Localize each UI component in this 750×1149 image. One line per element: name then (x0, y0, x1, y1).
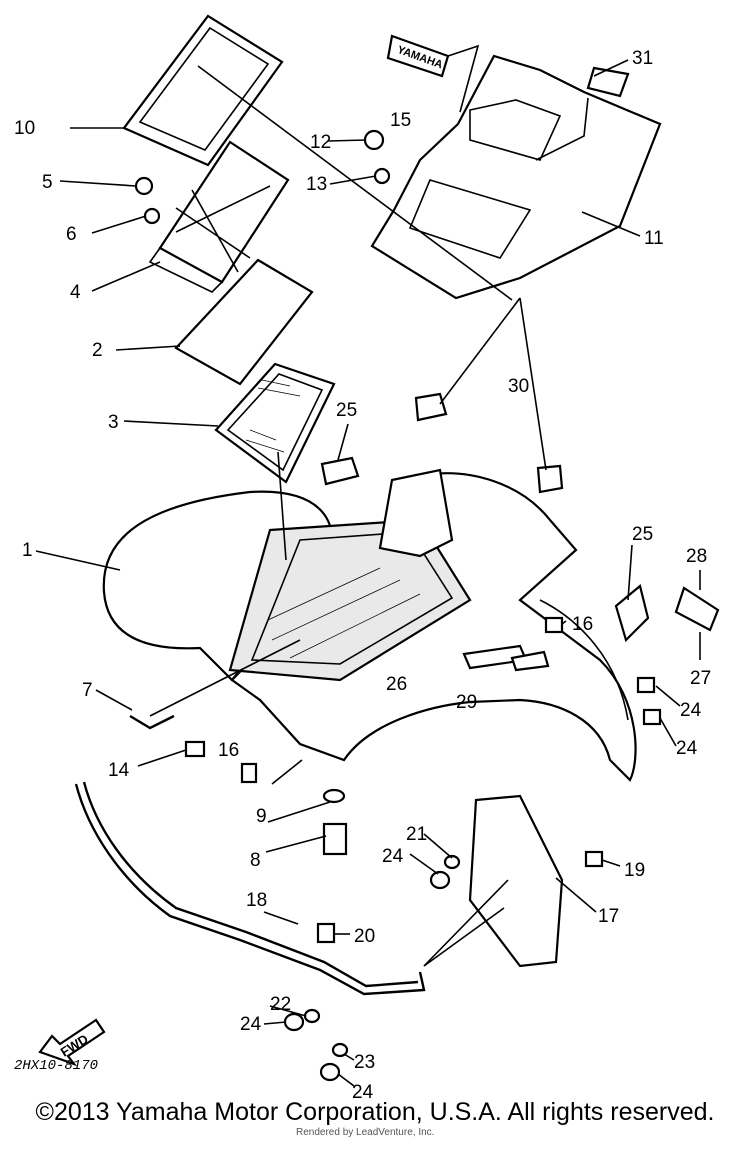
callout-3: 3 (108, 412, 119, 433)
part-25-clip-a (320, 456, 360, 486)
part-16-bolt-a (240, 762, 258, 784)
callout-7: 7 (82, 680, 93, 701)
part-2-pad (174, 258, 314, 386)
part-11-panel (370, 54, 662, 300)
callout-11: 11 (644, 228, 664, 249)
part-29-decal (510, 650, 550, 672)
part-3-gasket (214, 362, 336, 484)
part-18-bracket (74, 781, 426, 996)
part-23-washer-a (443, 854, 461, 870)
callout-4: 4 (70, 282, 81, 303)
part-19-bolt (316, 922, 336, 944)
part-24-nut-a (429, 870, 451, 890)
callout-27: 27 (690, 668, 711, 689)
part-21-bolt (642, 708, 662, 726)
part-30-grommet-b (536, 464, 564, 494)
callout-24-b: 24 (240, 1014, 262, 1035)
callout-21: 24 (676, 738, 698, 759)
part-15-emblem: YAMAHA (386, 34, 450, 78)
part-16-bolt-b (544, 616, 564, 634)
part-9-clamp (322, 788, 346, 804)
callout-9: 9 (256, 806, 267, 827)
callout-8: 8 (250, 850, 261, 871)
part-28-sticker (674, 586, 720, 632)
part-31-label (586, 66, 630, 98)
callout-12: 12 (310, 132, 331, 153)
callout-16-b: 16 (572, 614, 593, 635)
callout-25-a: 25 (336, 400, 357, 421)
callout-23-c: 23 (354, 1052, 375, 1073)
part-6-washer (143, 207, 161, 225)
callout-24-c: 24 (352, 1082, 374, 1103)
part-23-washer-b (303, 1008, 321, 1024)
callout-6: 6 (66, 224, 77, 245)
part-25-clip-b (614, 584, 650, 643)
part-1-fender (102, 468, 637, 782)
callout-1: 1 (22, 540, 33, 561)
part-10-frame (122, 14, 284, 167)
callout-23-b: 22 (270, 994, 291, 1015)
leader-lines (35, 44, 701, 1087)
callout-24-a: 24 (382, 846, 404, 867)
callout-22: 19 (624, 860, 645, 881)
part-24-nut-b (283, 1012, 305, 1032)
callout-20: 24 (680, 700, 702, 721)
part-17-flap (468, 794, 564, 968)
callout-23-a: 21 (406, 824, 427, 845)
part-12-screw (363, 129, 385, 151)
callout-13: 13 (306, 174, 327, 195)
callout-16-a: 16 (218, 740, 239, 761)
callout-30: 30 (508, 376, 529, 397)
callout-29: 29 (456, 692, 477, 713)
callout-17: 17 (598, 906, 619, 927)
callout-5: 5 (42, 172, 53, 193)
small-parts (129, 129, 720, 1082)
callout-labels: 10 5 6 4 2 3 1 7 14 16 9 8 12 13 15 31 1… (14, 48, 711, 1103)
part-7-hose (129, 714, 175, 730)
part-4-box (148, 140, 290, 293)
callout-19: 20 (354, 926, 375, 947)
part-8-cap (322, 822, 348, 856)
callout-18: 18 (246, 890, 267, 911)
callout-26: 26 (386, 674, 407, 695)
part-24-nut-c (319, 1062, 341, 1082)
callout-14: 14 (108, 760, 130, 781)
part-23-washer-c (331, 1042, 349, 1058)
copyright-notice: ©2013 Yamaha Motor Corporation, U.S.A. A… (35, 1098, 715, 1126)
drawing-code: 2HX10-8170 (14, 1058, 99, 1074)
callout-25-b: 25 (632, 524, 653, 545)
part-13-washer (373, 167, 391, 185)
part-30-grommet-a (414, 392, 448, 422)
watermark-text: Rendered by LeadVenture, Inc. (296, 1127, 435, 1138)
part-22-bolt (584, 850, 604, 868)
callout-28: 28 (686, 546, 707, 567)
callout-31: 31 (632, 48, 653, 69)
part-5-screw (134, 176, 154, 196)
callout-10: 10 (14, 118, 35, 139)
part-14-clip (184, 740, 206, 758)
callout-2: 2 (92, 340, 103, 361)
part-20-bolt (636, 676, 656, 694)
callout-15: 15 (390, 110, 411, 131)
